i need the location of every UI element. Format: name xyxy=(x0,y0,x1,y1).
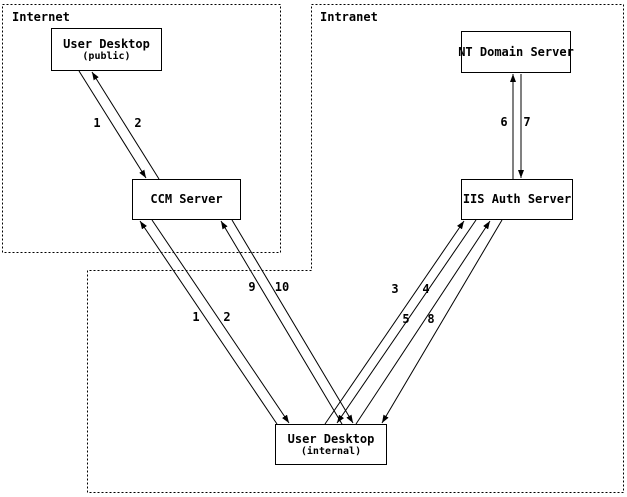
edge-label-2-internal: 2 xyxy=(223,310,231,324)
intranet-zone-outline xyxy=(87,4,624,493)
node-ccm-server-title: CCM Server xyxy=(150,192,223,206)
intranet-zone-label: Intranet xyxy=(320,10,378,24)
node-nt-domain-server-title: NT Domain Server xyxy=(458,44,574,59)
node-user-desktop-public: User Desktop (public) xyxy=(51,28,162,71)
edge-line-5-internal-to-iis xyxy=(355,220,491,425)
edge-line-2-ccm-to-public xyxy=(91,71,160,180)
node-user-desktop-public-title: User Desktop xyxy=(63,36,150,51)
internet-zone-label: Internet xyxy=(12,10,70,24)
edge-line-1-internal-to-ccm xyxy=(139,220,278,425)
edge-label-5: 5 xyxy=(402,312,410,326)
edge-label-9: 9 xyxy=(248,280,256,294)
node-iis-auth-server-title: IIS Auth Server xyxy=(462,192,572,206)
edge-line-10-ccm-to-internal xyxy=(231,219,354,424)
node-user-desktop-public-subtitle: (public) xyxy=(82,50,131,62)
edge-label-6: 6 xyxy=(500,115,508,129)
node-user-desktop-internal-subtitle: (internal) xyxy=(300,445,362,457)
edge-line-9-internal-to-ccm xyxy=(220,220,343,425)
node-iis-auth-server: IIS Auth Server xyxy=(461,179,573,220)
edge-line-1-public-to-ccm xyxy=(78,70,147,179)
edge-line-3-internal-to-iis xyxy=(324,220,465,425)
edge-line-4-iis-to-internal xyxy=(336,219,477,424)
edge-label-1-public: 1 xyxy=(93,116,101,130)
edge-label-10: 10 xyxy=(274,280,290,294)
edge-line-8-iis-to-internal xyxy=(381,219,503,424)
edge-line-2-ccm-to-internal xyxy=(151,219,290,424)
internet-zone-outline xyxy=(2,4,281,253)
edge-label-7: 7 xyxy=(523,115,531,129)
edge-label-4: 4 xyxy=(422,282,430,296)
node-ccm-server: CCM Server xyxy=(132,179,241,220)
edge-label-2-public: 2 xyxy=(134,116,142,130)
node-user-desktop-internal-title: User Desktop xyxy=(287,431,375,446)
edge-label-1-internal: 1 xyxy=(192,310,200,324)
edge-label-8: 8 xyxy=(427,312,435,326)
edge-label-3: 3 xyxy=(391,282,399,296)
node-nt-domain-server: NT Domain Server xyxy=(458,31,574,73)
node-user-desktop-internal: User Desktop (internal) xyxy=(275,424,387,465)
